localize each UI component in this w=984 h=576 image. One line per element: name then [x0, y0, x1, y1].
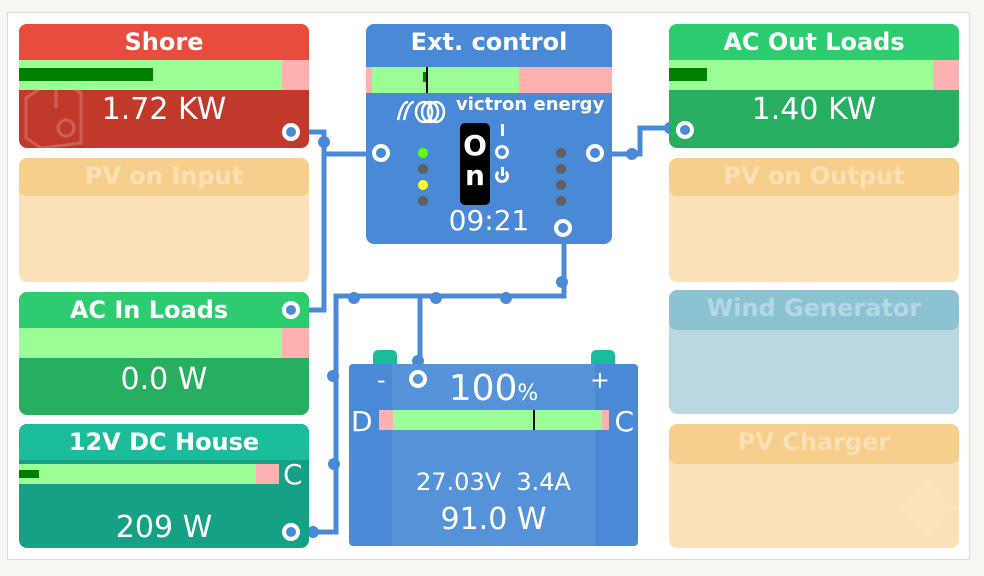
battery-discharge-label: D	[351, 405, 373, 438]
dc-house-title: 12V DC House	[68, 428, 260, 456]
inverter-ac-out-connector	[586, 144, 604, 162]
ac-out-loads-tile[interactable]: AC Out Loads 1.40 KW	[669, 24, 959, 148]
led-low-battery	[556, 180, 566, 190]
dc-house-bar	[19, 464, 279, 484]
dc-house-value: 209 W	[115, 510, 213, 545]
battery-voltage: 27.03V	[416, 468, 502, 496]
led-float	[418, 196, 428, 206]
on-off-switch[interactable]: On	[460, 123, 490, 205]
flow-dot	[556, 276, 568, 288]
ac-in-loads-tile[interactable]: AC In Loads 0.0 W	[19, 292, 309, 415]
shore-power-bar	[19, 60, 309, 90]
ac-in-loads-title: AC In Loads	[69, 296, 229, 324]
ac-in-loads-bar	[19, 328, 309, 358]
pv-charger-title: PV Charger	[737, 428, 891, 456]
led-inverter-on	[556, 148, 566, 158]
pv-on-output-tile[interactable]: PV on Output	[669, 158, 959, 282]
shore-tile[interactable]: Shore 1.72 KW	[19, 24, 309, 148]
ext-control-time: 09:21	[448, 204, 530, 237]
inverter-ac-in-connector	[372, 144, 390, 162]
battery-bar	[379, 410, 609, 430]
flow-dot	[430, 292, 442, 304]
ac-out-loads-bar	[669, 60, 959, 90]
battery-terminal-minus	[373, 350, 397, 364]
standby-icon	[495, 169, 509, 183]
battery-soc-value: 100	[448, 368, 518, 409]
ac-in-loads-value: 0.0 W	[120, 362, 208, 397]
flow-dot	[500, 292, 512, 304]
sun-icon	[895, 476, 959, 540]
dc-house-tile[interactable]: 12V DC House C 209 W	[19, 424, 309, 548]
battery-bar-marker	[533, 410, 535, 430]
wind-generator-tile[interactable]: Wind Generator	[669, 290, 959, 414]
pv-on-input-tile[interactable]: PV on Input	[19, 158, 309, 282]
ac-out-loads-value: 1.40 KW	[751, 92, 877, 127]
battery-tile[interactable]: - + 100% D C 27.03V 3.4A 91.0 W	[349, 364, 638, 546]
battery-power: 91.0 W	[440, 502, 547, 537]
switch-off-symbol	[495, 145, 509, 159]
led-mains-on	[418, 148, 428, 158]
ac-in-connector	[282, 301, 300, 319]
battery-readings: 27.03V 3.4A	[349, 468, 638, 496]
shore-connector	[282, 123, 300, 141]
switch-state-label: On	[463, 129, 487, 192]
brand-name: victron energy	[456, 94, 605, 115]
battery-soc: 100%	[349, 368, 638, 409]
led-absorption	[418, 180, 428, 190]
battery-plus-label: +	[589, 366, 610, 394]
battery-soc-unit: %	[517, 381, 539, 406]
battery-charge-label: C	[614, 405, 634, 438]
flow-dot	[626, 148, 638, 160]
dc-house-charge-label: C	[283, 458, 303, 491]
flow-dot	[348, 292, 360, 304]
ac-out-loads-title: AC Out Loads	[723, 28, 905, 56]
shore-power-bar-fill	[19, 68, 153, 81]
wind-generator-title: Wind Generator	[706, 294, 922, 322]
ac-out-loads-bar-fill	[669, 68, 707, 81]
dc-house-bar-fill	[19, 470, 39, 478]
battery-current: 3.4A	[516, 468, 571, 496]
led-overload	[556, 164, 566, 174]
pv-on-output-title: PV on Output	[723, 162, 905, 190]
pv-charger-tile[interactable]: PV Charger	[669, 424, 959, 548]
led-bulk	[418, 164, 428, 174]
flow-dot	[328, 458, 340, 470]
wire-dc-bus	[296, 232, 567, 535]
led-temperature	[556, 196, 566, 206]
wire-inverter-to-acout	[596, 125, 686, 157]
dc-house-connector	[282, 523, 300, 541]
battery-minus-label: -	[377, 366, 386, 394]
flow-dot	[327, 370, 339, 382]
inverter-dc-connector	[554, 219, 572, 237]
ext-control-bar	[366, 67, 612, 93]
ext-control-title: Ext. control	[410, 28, 568, 56]
ac-out-connector	[676, 121, 694, 139]
flow-dot	[318, 136, 330, 148]
ext-control-tile[interactable]: Ext. control victron energy On 09:21	[366, 24, 612, 244]
battery-connector	[409, 370, 427, 388]
shore-title: Shore	[124, 28, 204, 56]
flow-dot	[307, 526, 319, 538]
pv-on-input-title: PV on Input	[84, 162, 244, 190]
victron-logo-icon	[394, 96, 456, 126]
ext-control-bar-marker	[426, 67, 428, 93]
battery-terminal-plus	[591, 350, 615, 364]
switch-on-symbol	[501, 124, 504, 136]
shore-power-value: 1.72 KW	[101, 92, 227, 127]
